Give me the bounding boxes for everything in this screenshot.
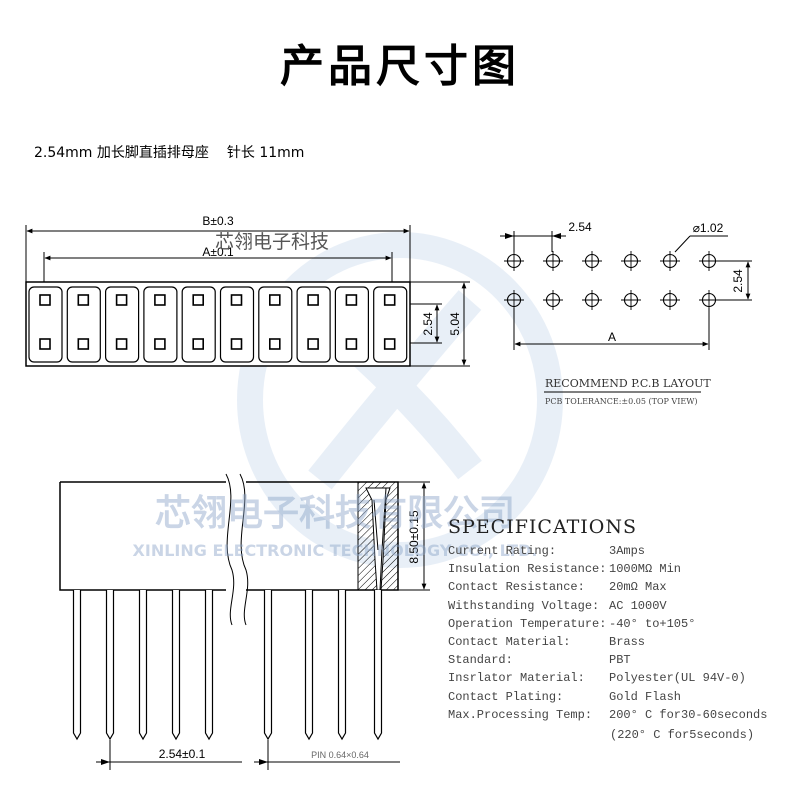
spec-label: Withstanding Voltage: bbox=[448, 598, 600, 613]
spec-extra-note: (220° C for5seconds) bbox=[610, 728, 755, 742]
contact-cell bbox=[219, 286, 255, 363]
contact-cell bbox=[28, 286, 63, 363]
contact-hole bbox=[77, 338, 90, 350]
dim-pitch-label: 2.54 bbox=[421, 312, 435, 336]
specifications-heading: SPECIFICATIONS bbox=[448, 516, 638, 538]
contact-hole bbox=[307, 294, 319, 306]
spec-label: Operation Temperature: bbox=[448, 616, 607, 631]
spec-value: Gold Flash bbox=[609, 689, 682, 704]
spec-label: Standard: bbox=[448, 653, 513, 668]
contact-cell bbox=[104, 286, 140, 363]
pcb-a-label: A bbox=[608, 330, 616, 344]
product-subtitle: 2.54mm 加长脚直插排母座 针长 11mm bbox=[34, 142, 304, 162]
top-watermark: 芯翎电子科技 bbox=[215, 231, 329, 253]
spec-label: Insrlator Material: bbox=[448, 671, 585, 686]
pcb-tolerance: PCB TOLERANCE:±0.05 (TOP VIEW) bbox=[545, 397, 698, 406]
contact-hole bbox=[115, 338, 128, 350]
spec-label: Contact Resistance: bbox=[448, 580, 585, 595]
contact-hole bbox=[154, 294, 166, 306]
spec-row: Max.Processing Temp: 200° C for30-60secon… bbox=[448, 708, 767, 722]
contact-hole bbox=[39, 338, 51, 350]
contact-hole bbox=[77, 294, 90, 306]
dim-height-label: 8.50±0.15 bbox=[407, 510, 421, 564]
pin-leg bbox=[304, 590, 314, 741]
company-watermark-en: XINLING ELECTRONIC TECHNOLOGY CO., LTD. bbox=[133, 541, 538, 560]
pin-leg bbox=[337, 590, 347, 741]
contact-hole bbox=[230, 338, 243, 350]
contact-cell bbox=[66, 286, 101, 363]
spec-row: Current Rating: 3Amps bbox=[448, 544, 645, 558]
spec-row: Operation Temperature:-40° to+105° bbox=[448, 617, 695, 631]
pin-leg bbox=[204, 590, 214, 741]
contact-hole bbox=[192, 294, 204, 306]
spec-label: Contact Plating: bbox=[448, 689, 564, 704]
spec-row: Insulation Resistance:1000MΩ Min bbox=[448, 562, 681, 576]
pin-leg bbox=[105, 590, 115, 741]
spec-label: Current Rating: bbox=[448, 544, 557, 558]
dim-b-label: B±0.3 bbox=[202, 214, 234, 228]
dim-width-label: 5.04 bbox=[448, 312, 462, 336]
spec-label: Contact Material: bbox=[448, 635, 571, 649]
spec-value: Polyester(UL 94V-0) bbox=[609, 671, 746, 686]
pcb-pitch-label: 2.54 bbox=[568, 220, 592, 234]
pcb-layout: 2.54 ⌀1.02 2.54 A RECOMMEND P.C.B LAYOUT… bbox=[500, 220, 752, 406]
contact-cell bbox=[296, 286, 331, 363]
pin-leg bbox=[138, 590, 148, 741]
pin-size-label: PIN 0.64×0.64 bbox=[311, 750, 369, 760]
spec-value: 3Amps bbox=[609, 544, 646, 558]
contact-hole bbox=[268, 294, 281, 306]
contact-hole bbox=[39, 294, 51, 306]
spec-value: 1000MΩ Min bbox=[609, 562, 682, 577]
spec-value: 20mΩ Max bbox=[609, 580, 667, 595]
contact-hole bbox=[345, 294, 358, 306]
contact-hole bbox=[307, 338, 319, 350]
contact-cell bbox=[373, 286, 408, 363]
spec-label: Max.Processing Temp: bbox=[448, 707, 593, 722]
pcb-row-label: 2.54 bbox=[731, 269, 745, 293]
pcb-caption: RECOMMEND P.C.B LAYOUT bbox=[545, 377, 711, 390]
spec-row: Standard: PBT bbox=[448, 653, 631, 667]
side-view: 8.50±0.15 2.54±0.1 PIN 0.64×0.64 芯翎电子科技有… bbox=[59, 473, 538, 770]
contact-cell bbox=[181, 286, 216, 363]
spec-value: Brass bbox=[609, 635, 646, 649]
spec-row: Insrlator Material: Polyester(UL 94V-0) bbox=[448, 671, 746, 685]
pin-leg bbox=[373, 590, 383, 741]
pin-leg bbox=[263, 590, 273, 741]
spec-value: -40° to+105° bbox=[609, 616, 696, 631]
contact-hole bbox=[115, 294, 128, 306]
pin-leg bbox=[171, 590, 181, 741]
spec-value: PBT bbox=[609, 653, 631, 668]
spec-row: Withstanding Voltage: AC 1000V bbox=[448, 599, 667, 613]
pcb-hole-label: ⌀1.02 bbox=[693, 221, 724, 235]
contact-cell bbox=[143, 286, 178, 363]
spec-label: Insulation Resistance: bbox=[448, 562, 607, 577]
company-watermark-cn: 芯翎电子科技有限公司 bbox=[155, 493, 515, 534]
side-pitch-label: 2.54±0.1 bbox=[159, 747, 206, 761]
contact-cell bbox=[258, 286, 293, 363]
contact-hole bbox=[192, 338, 204, 350]
contact-cell bbox=[334, 286, 369, 363]
page-title: 产品尺寸图 bbox=[280, 41, 520, 92]
contact-hole bbox=[230, 294, 243, 306]
spec-row: Contact Material: Brass bbox=[448, 635, 645, 649]
product-description: 2.54mm 加长脚直插排母座 bbox=[34, 145, 209, 161]
pin-leg bbox=[72, 590, 82, 741]
spec-value: 200° C for30-60seconds bbox=[609, 707, 768, 722]
pin-length: 针长 11mm bbox=[226, 145, 305, 161]
spec-row: Contact Plating: Gold Flash bbox=[448, 690, 681, 704]
contact-hole bbox=[383, 294, 396, 306]
contact-hole bbox=[154, 338, 166, 350]
contact-hole bbox=[268, 338, 281, 350]
spec-value: AC 1000V bbox=[609, 598, 667, 613]
contact-hole bbox=[345, 338, 358, 350]
contact-hole bbox=[383, 338, 396, 350]
spec-row: Contact Resistance: 20mΩ Max bbox=[448, 580, 667, 594]
dim-a-label: A±0.1 bbox=[202, 245, 234, 259]
top-view: B±0.3 A±0.1 芯翎电子科技 2.54 5.04 bbox=[25, 214, 470, 367]
